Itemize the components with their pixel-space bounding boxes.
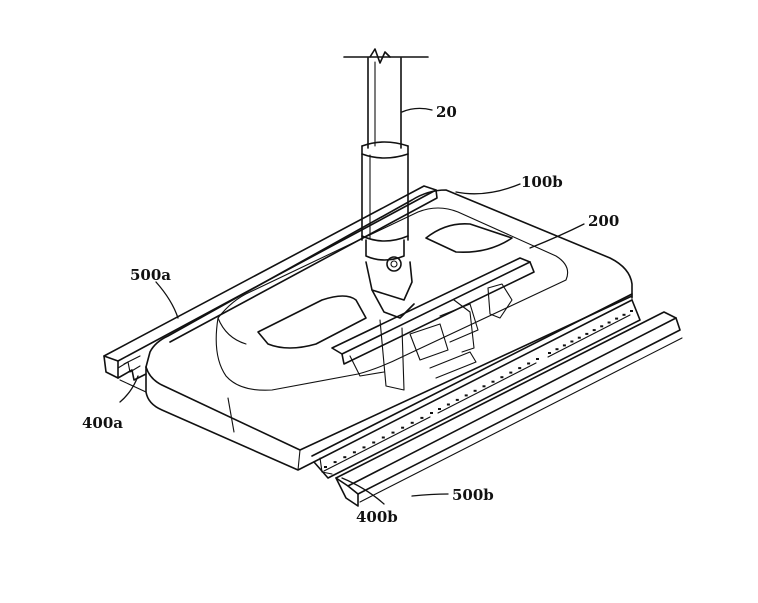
leader-lines: [119, 107, 585, 505]
label-200: 200: [588, 212, 619, 230]
handle-pole: [343, 48, 429, 261]
perforation-dot: [518, 367, 522, 370]
perforation-dot: [500, 376, 504, 379]
label-400b: 400b: [356, 508, 398, 526]
perforation-dot: [446, 403, 450, 406]
label-20: 20: [436, 103, 457, 121]
perforation-dot: [455, 398, 459, 401]
perforation-dot: [622, 313, 626, 316]
perforation-dot: [420, 416, 424, 419]
perforation-dot: [372, 441, 376, 444]
perforation-dot: [438, 408, 441, 410]
perforation-dot: [600, 325, 604, 328]
perforation-dot: [473, 389, 477, 392]
perforation-dot: [343, 456, 347, 459]
label-500a: 500a: [130, 266, 171, 284]
perforation-dot: [548, 352, 551, 354]
label-400a: 400a: [82, 414, 123, 432]
perforation-dot: [527, 362, 531, 365]
perforation-dot: [430, 412, 433, 414]
perforation-dot: [509, 371, 513, 374]
perforation-dot: [401, 426, 405, 429]
perforation-dot: [352, 451, 356, 454]
perforation-dot: [333, 461, 337, 464]
perforation-dot: [562, 344, 566, 347]
perforation-dot: [592, 329, 596, 332]
perforation-dot: [577, 336, 581, 339]
perforation-dot: [362, 446, 366, 449]
perforation-dot: [324, 466, 327, 468]
label-500b: 500b: [452, 486, 494, 504]
perforation-dot: [491, 380, 495, 383]
perforation-dot: [381, 436, 385, 439]
perforation-edge: [547, 314, 631, 358]
cover-strip-left: [117, 361, 141, 373]
perforation-dot: [607, 321, 611, 324]
perforation-dot: [391, 431, 395, 434]
label-100b: 100b: [521, 173, 563, 191]
perforation-dot: [536, 358, 539, 360]
perforation-dot: [410, 421, 414, 424]
perforation-dot: [555, 348, 559, 351]
perforation-dot: [585, 332, 589, 335]
perforation-dot: [464, 394, 468, 397]
perforation-dot: [570, 340, 574, 343]
perforation-edge: [437, 362, 537, 414]
body-100b: [119, 189, 633, 471]
rail-right: [335, 311, 683, 507]
perforation-dot: [630, 310, 633, 312]
cover-strip-right: [311, 293, 641, 479]
perforation-dot: [615, 317, 619, 320]
joint-200: [331, 256, 535, 391]
perforation-edge: [323, 416, 431, 472]
perforation-dot: [482, 385, 486, 388]
